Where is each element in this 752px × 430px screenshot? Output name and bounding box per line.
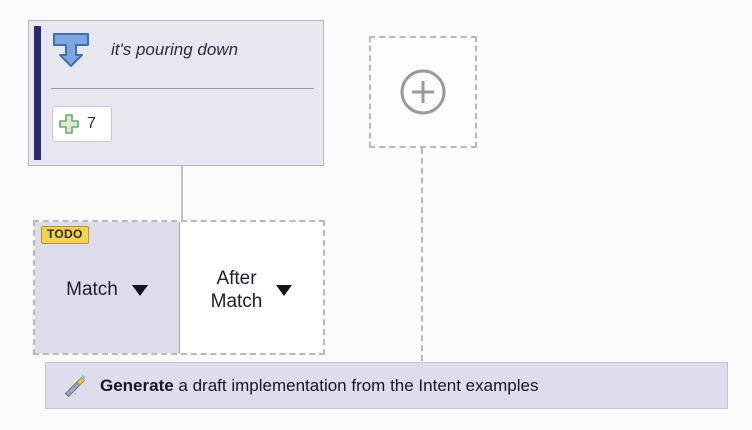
after-match-label: After Match <box>211 268 263 313</box>
intent-card-accent-bar <box>34 26 41 160</box>
generate-hint-rest: a draft implementation from the Intent e… <box>173 375 539 395</box>
match-step-group: TODO Match After Match <box>33 220 325 355</box>
after-match-cell[interactable]: After Match <box>179 222 323 353</box>
add-intent-placeholder[interactable] <box>369 36 477 148</box>
generate-hint-text: Generate a draft implementation from the… <box>100 376 538 396</box>
intent-examples-count: 7 <box>87 115 96 132</box>
chevron-down-icon[interactable] <box>131 285 148 296</box>
intent-card-divider <box>51 88 314 89</box>
plus-circle-icon[interactable] <box>398 67 448 117</box>
plus-green-icon <box>58 113 80 135</box>
generate-hint-bold: Generate <box>100 375 174 395</box>
intent-card-header: it's pouring down <box>41 21 323 79</box>
intent-card-body: it's pouring down 7 <box>41 21 323 165</box>
magic-wand-icon <box>62 373 88 399</box>
match-cell-inner: Match <box>66 279 148 301</box>
chevron-down-icon[interactable] <box>276 285 293 296</box>
match-label: Match <box>66 279 118 301</box>
connector-intent-to-match <box>181 166 183 256</box>
intent-examples-chip[interactable]: 7 <box>52 106 112 142</box>
intent-funnel-arrow-icon <box>51 31 91 69</box>
after-match-label-line1: After <box>216 268 257 290</box>
after-match-cell-inner: After Match <box>211 268 293 313</box>
after-match-label-line2: Match <box>210 290 263 312</box>
connector-add-to-generate <box>421 148 423 361</box>
match-cell[interactable]: TODO Match <box>35 222 179 353</box>
intent-title: it's pouring down <box>111 40 239 59</box>
status-badge-todo: TODO <box>41 226 89 245</box>
intent-card[interactable]: it's pouring down 7 <box>28 20 324 166</box>
generate-hint-bar[interactable]: Generate a draft implementation from the… <box>45 362 728 409</box>
